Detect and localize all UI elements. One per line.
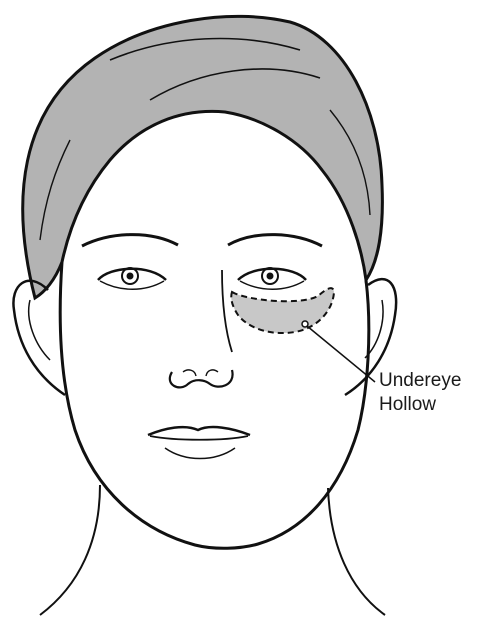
nose-bottom	[170, 370, 233, 387]
neck-left	[40, 485, 100, 615]
nostril-right	[206, 370, 218, 376]
right-eyebrow	[228, 235, 322, 246]
left-eye	[98, 268, 166, 289]
nostril-left	[183, 370, 196, 376]
right-eye	[238, 268, 306, 289]
left-ear	[13, 281, 65, 395]
hair	[23, 16, 383, 298]
neck-right	[328, 488, 385, 615]
callout-label-line1: Undereye	[379, 369, 461, 392]
upper-lip	[148, 427, 250, 435]
left-eyebrow	[82, 235, 178, 246]
callout-label-line2: Hollow	[379, 393, 436, 416]
lip-line	[150, 436, 248, 440]
lower-lip	[165, 448, 235, 459]
left-ear-inner	[29, 300, 50, 360]
undereye-hollow-highlight	[231, 288, 334, 333]
callout-leader-line	[307, 326, 375, 382]
nose-bridge	[222, 270, 232, 352]
callout-point	[302, 321, 308, 327]
